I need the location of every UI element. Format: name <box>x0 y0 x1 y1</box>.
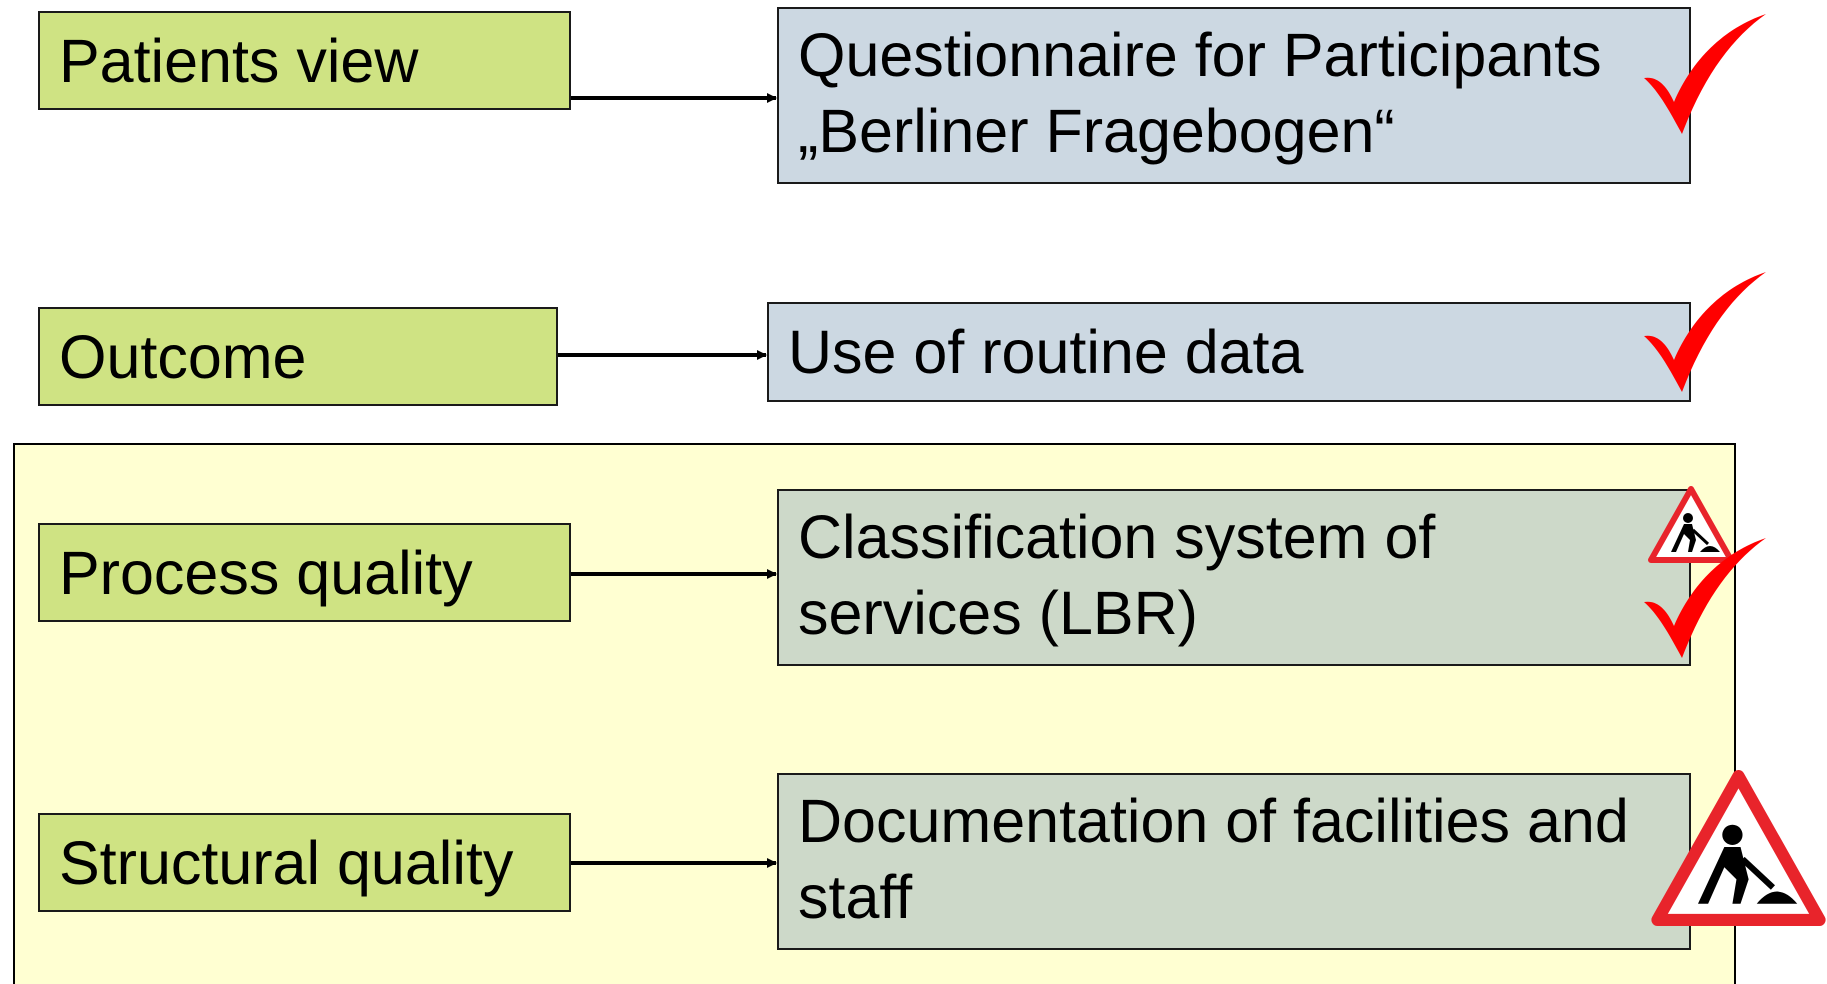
construction-warning-icon <box>1648 486 1734 563</box>
process-quality-label: Process quality <box>59 538 473 607</box>
routine-data-box: Use of routine data <box>767 302 1691 402</box>
construction-warning-icon <box>1651 770 1826 926</box>
patients-view-label: Patients view <box>59 26 419 95</box>
structural-quality-label: Structural quality <box>59 828 514 897</box>
questionnaire-line-2: „Berliner Fragebogen“ <box>798 97 1395 165</box>
documentation-line-1: Documentation of facilities and <box>798 787 1629 855</box>
routine-data-label: Use of routine data <box>788 318 1304 386</box>
checkmark-icon <box>1644 272 1766 392</box>
checkmark-icon <box>1644 14 1766 134</box>
outcome-label: Outcome <box>59 322 307 391</box>
questionnaire-line-1: Questionnaire for Participants <box>798 21 1602 89</box>
outcome-box: Outcome <box>38 307 558 406</box>
structural-quality-box: Structural quality <box>38 813 571 912</box>
questionnaire-box: Questionnaire for Participants „Berliner… <box>777 7 1691 184</box>
documentation-line-2: staff <box>798 863 913 931</box>
classification-box: Classification system of services (LBR) <box>777 489 1691 666</box>
documentation-box: Documentation of facilities and staff <box>777 773 1691 950</box>
classification-line-1: Classification system of <box>798 503 1436 571</box>
classification-line-2: services (LBR) <box>798 579 1198 647</box>
checkmark-icon <box>1644 538 1766 658</box>
patients-view-box: Patients view <box>38 11 571 110</box>
process-quality-box: Process quality <box>38 523 571 622</box>
